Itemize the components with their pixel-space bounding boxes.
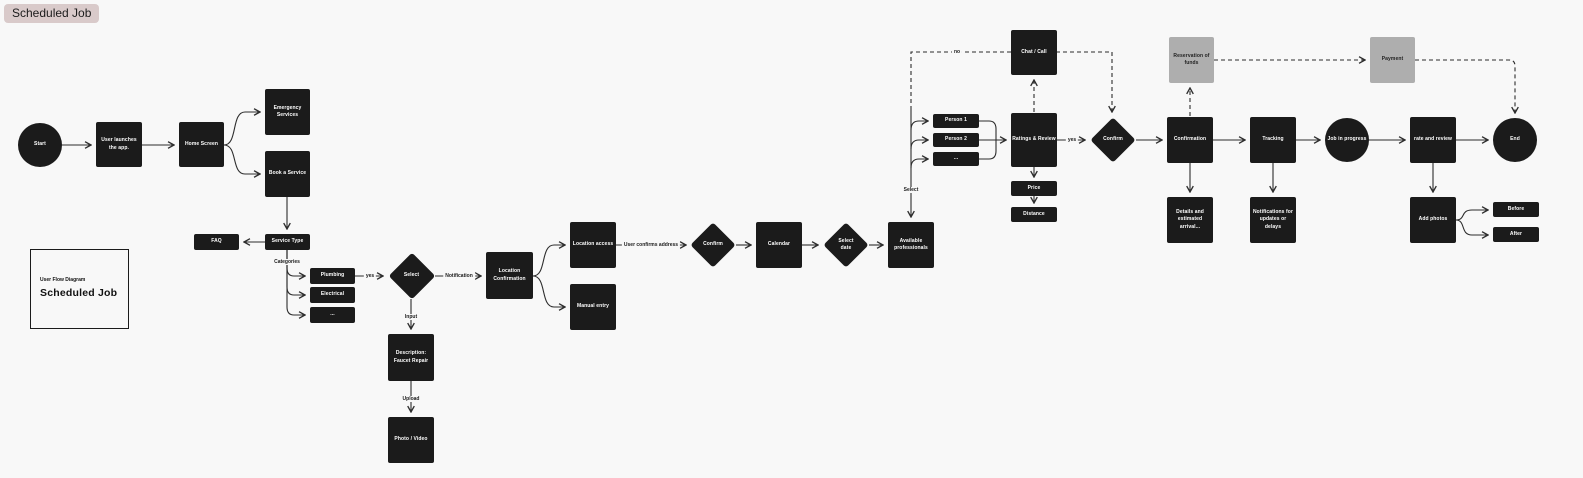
node-manual-entry[interactable]: Manual entry xyxy=(570,284,616,330)
node-location-access[interactable]: Location access xyxy=(570,222,616,268)
node-person-2[interactable]: Person 2 xyxy=(933,133,979,147)
diagram-title-card[interactable]: User Flow Diagram Scheduled Job xyxy=(30,249,129,329)
edge-label-notification[interactable]: Notification xyxy=(443,273,475,279)
node-rate-and-review[interactable]: rate and review xyxy=(1410,117,1456,163)
node-home-screen[interactable]: Home Screen xyxy=(179,122,224,167)
node-user-launches-app[interactable]: User launches the app. xyxy=(96,122,142,167)
node-photo-video[interactable]: Photo / Video xyxy=(388,417,434,463)
node-confirm-address-diamond[interactable]: Confirm xyxy=(690,222,736,268)
node-available-professionals[interactable]: Available professionals xyxy=(888,222,934,268)
node-tracking[interactable]: Tracking xyxy=(1250,117,1296,163)
node-distance[interactable]: Distance xyxy=(1011,207,1057,222)
node-payment[interactable]: Payment xyxy=(1370,37,1415,83)
diagram-subtitle: User Flow Diagram xyxy=(40,277,86,283)
node-emergency-services[interactable]: Emergency Services xyxy=(265,89,310,135)
node-ratings-review[interactable]: Ratings & Review xyxy=(1011,113,1057,167)
node-more-persons[interactable]: ... xyxy=(933,152,979,166)
node-end[interactable]: End xyxy=(1493,118,1537,162)
edge-label-select[interactable]: Select xyxy=(901,187,921,193)
node-faq[interactable]: FAQ xyxy=(194,234,239,250)
node-job-in-progress[interactable]: Job in progress xyxy=(1325,118,1369,162)
node-details-estimated-arrival[interactable]: Details and estimated arrival... xyxy=(1167,197,1213,243)
node-price[interactable]: Price xyxy=(1011,181,1057,196)
node-after[interactable]: After xyxy=(1493,227,1539,242)
node-calendar[interactable]: Calendar xyxy=(756,222,802,268)
node-reservation-of-funds[interactable]: Reservation of funds xyxy=(1169,37,1214,83)
diagram-title: Scheduled Job xyxy=(40,287,118,299)
node-select-date-diamond[interactable]: Select date xyxy=(823,222,869,268)
node-description-faucet-repair[interactable]: Description: Faucet Repair xyxy=(388,334,434,381)
node-confirmation[interactable]: Confirmation xyxy=(1167,117,1213,163)
node-add-photos[interactable]: Add photos xyxy=(1410,197,1456,243)
edge-label-yes-select[interactable]: yes xyxy=(363,273,377,279)
node-plumbing[interactable]: Plumbing xyxy=(310,268,355,284)
node-chat-call[interactable]: Chat / Call xyxy=(1011,30,1057,75)
node-before[interactable]: Before xyxy=(1493,202,1539,217)
node-notifications-updates[interactable]: Notifications for updates or delays xyxy=(1250,197,1296,243)
edge-label-yes-confirm[interactable]: yes xyxy=(1065,137,1079,143)
edge-label-upload[interactable]: Upload xyxy=(400,396,422,402)
node-person-1[interactable]: Person 1 xyxy=(933,114,979,128)
node-location-confirmation[interactable]: Location Confirmation xyxy=(486,252,533,299)
node-confirm-booking-diamond[interactable]: Confirm xyxy=(1090,117,1136,163)
node-more-categories[interactable]: ... xyxy=(310,307,355,323)
edge-label-categories[interactable]: Categories xyxy=(272,259,302,265)
node-service-type[interactable]: Service Type xyxy=(265,234,310,250)
edge-label-no[interactable]: no xyxy=(951,49,963,55)
node-select-diamond[interactable]: Select xyxy=(388,252,435,299)
node-start[interactable]: Start xyxy=(18,123,62,167)
node-electrical[interactable]: Electrical xyxy=(310,287,355,303)
node-book-a-service[interactable]: Book a Service xyxy=(265,151,310,197)
edge-label-input[interactable]: Input xyxy=(402,314,420,320)
page-tab-badge[interactable]: Scheduled Job xyxy=(4,4,100,23)
edge-label-user-confirms-address[interactable]: User confirms address xyxy=(621,242,681,248)
